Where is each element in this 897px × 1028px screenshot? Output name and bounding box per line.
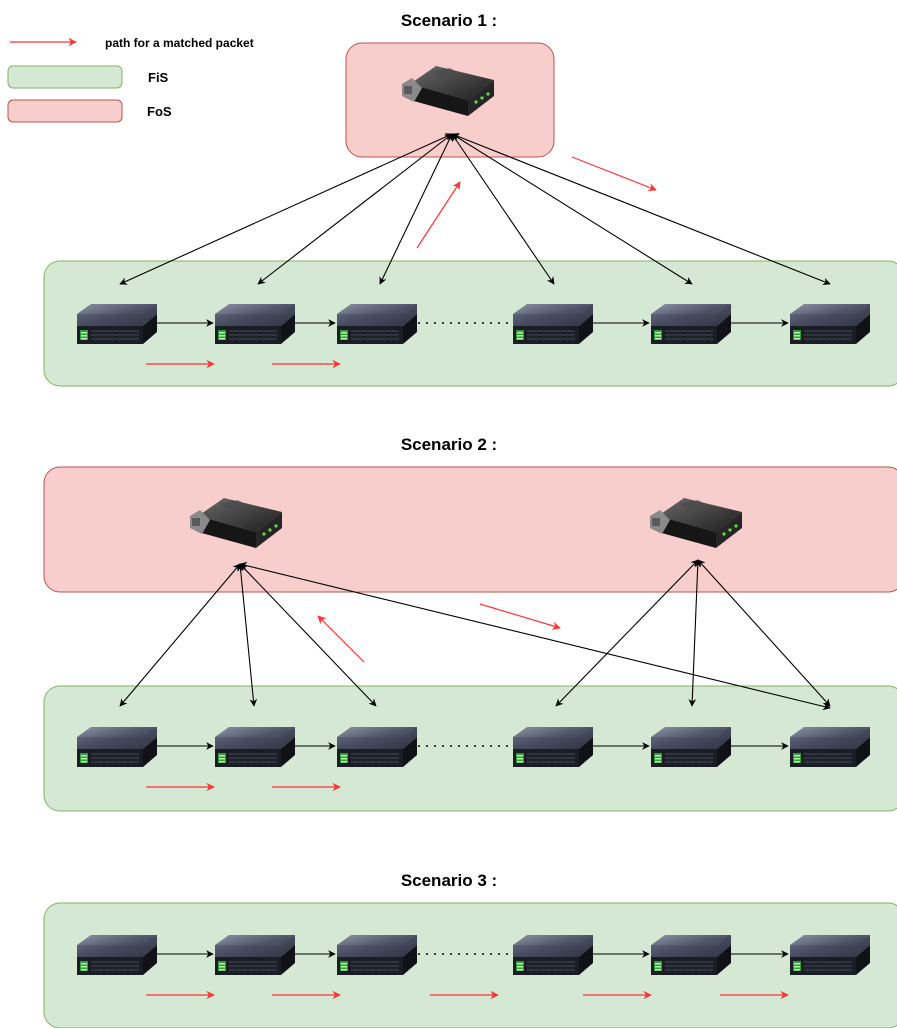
legend-fos-swatch [7,99,123,123]
network-switch-icon [513,935,593,976]
legend: path for a matched packet FiS FoS [7,36,254,123]
network-switch-icon [337,935,417,976]
control-link [697,559,831,707]
network-switch-icon [513,727,593,768]
network-switch-icon [790,304,870,345]
legend-fos-label: FoS [147,104,172,119]
packet-path-arrow [416,181,461,249]
network-switch-icon [337,304,417,345]
packet-path-arrow [571,156,657,192]
network-switch-icon [77,935,157,976]
scenario-3-fis-zone [43,902,897,1028]
network-switch-icon [651,304,731,345]
scenario-2-fos-zone [43,466,897,593]
scenario-1-title: Scenario 1 : [401,11,497,30]
network-switch-icon [77,304,157,345]
network-switch-icon [77,727,157,768]
network-switch-icon [790,727,870,768]
legend-fis-swatch [7,65,123,89]
control-link [451,132,831,286]
legend-path-label: path for a matched packet [105,36,254,50]
scenario-2-fis-zone [43,685,897,812]
network-switch-icon [790,935,870,976]
scenario-2: Scenario 2 : [43,435,897,812]
scenario-3: Scenario 3 : [43,871,897,1028]
network-switch-icon [337,727,417,768]
scenario-2-title: Scenario 2 : [401,435,497,454]
packet-path-arrow [479,603,561,630]
scenario-3-title: Scenario 3 : [401,871,497,890]
network-switch-icon [651,727,731,768]
network-switch-icon [215,935,295,976]
control-link [379,133,453,285]
network-switch-icon [215,304,295,345]
scenario-1: Scenario 1 : [43,11,897,387]
network-switch-icon [651,935,731,976]
control-link [555,559,699,707]
network-switch-icon [215,727,295,768]
legend-fis-label: FiS [148,70,169,85]
packet-path-arrow [317,615,365,663]
control-link [119,563,241,707]
control-link [688,559,702,707]
network-switch-icon [513,304,593,345]
